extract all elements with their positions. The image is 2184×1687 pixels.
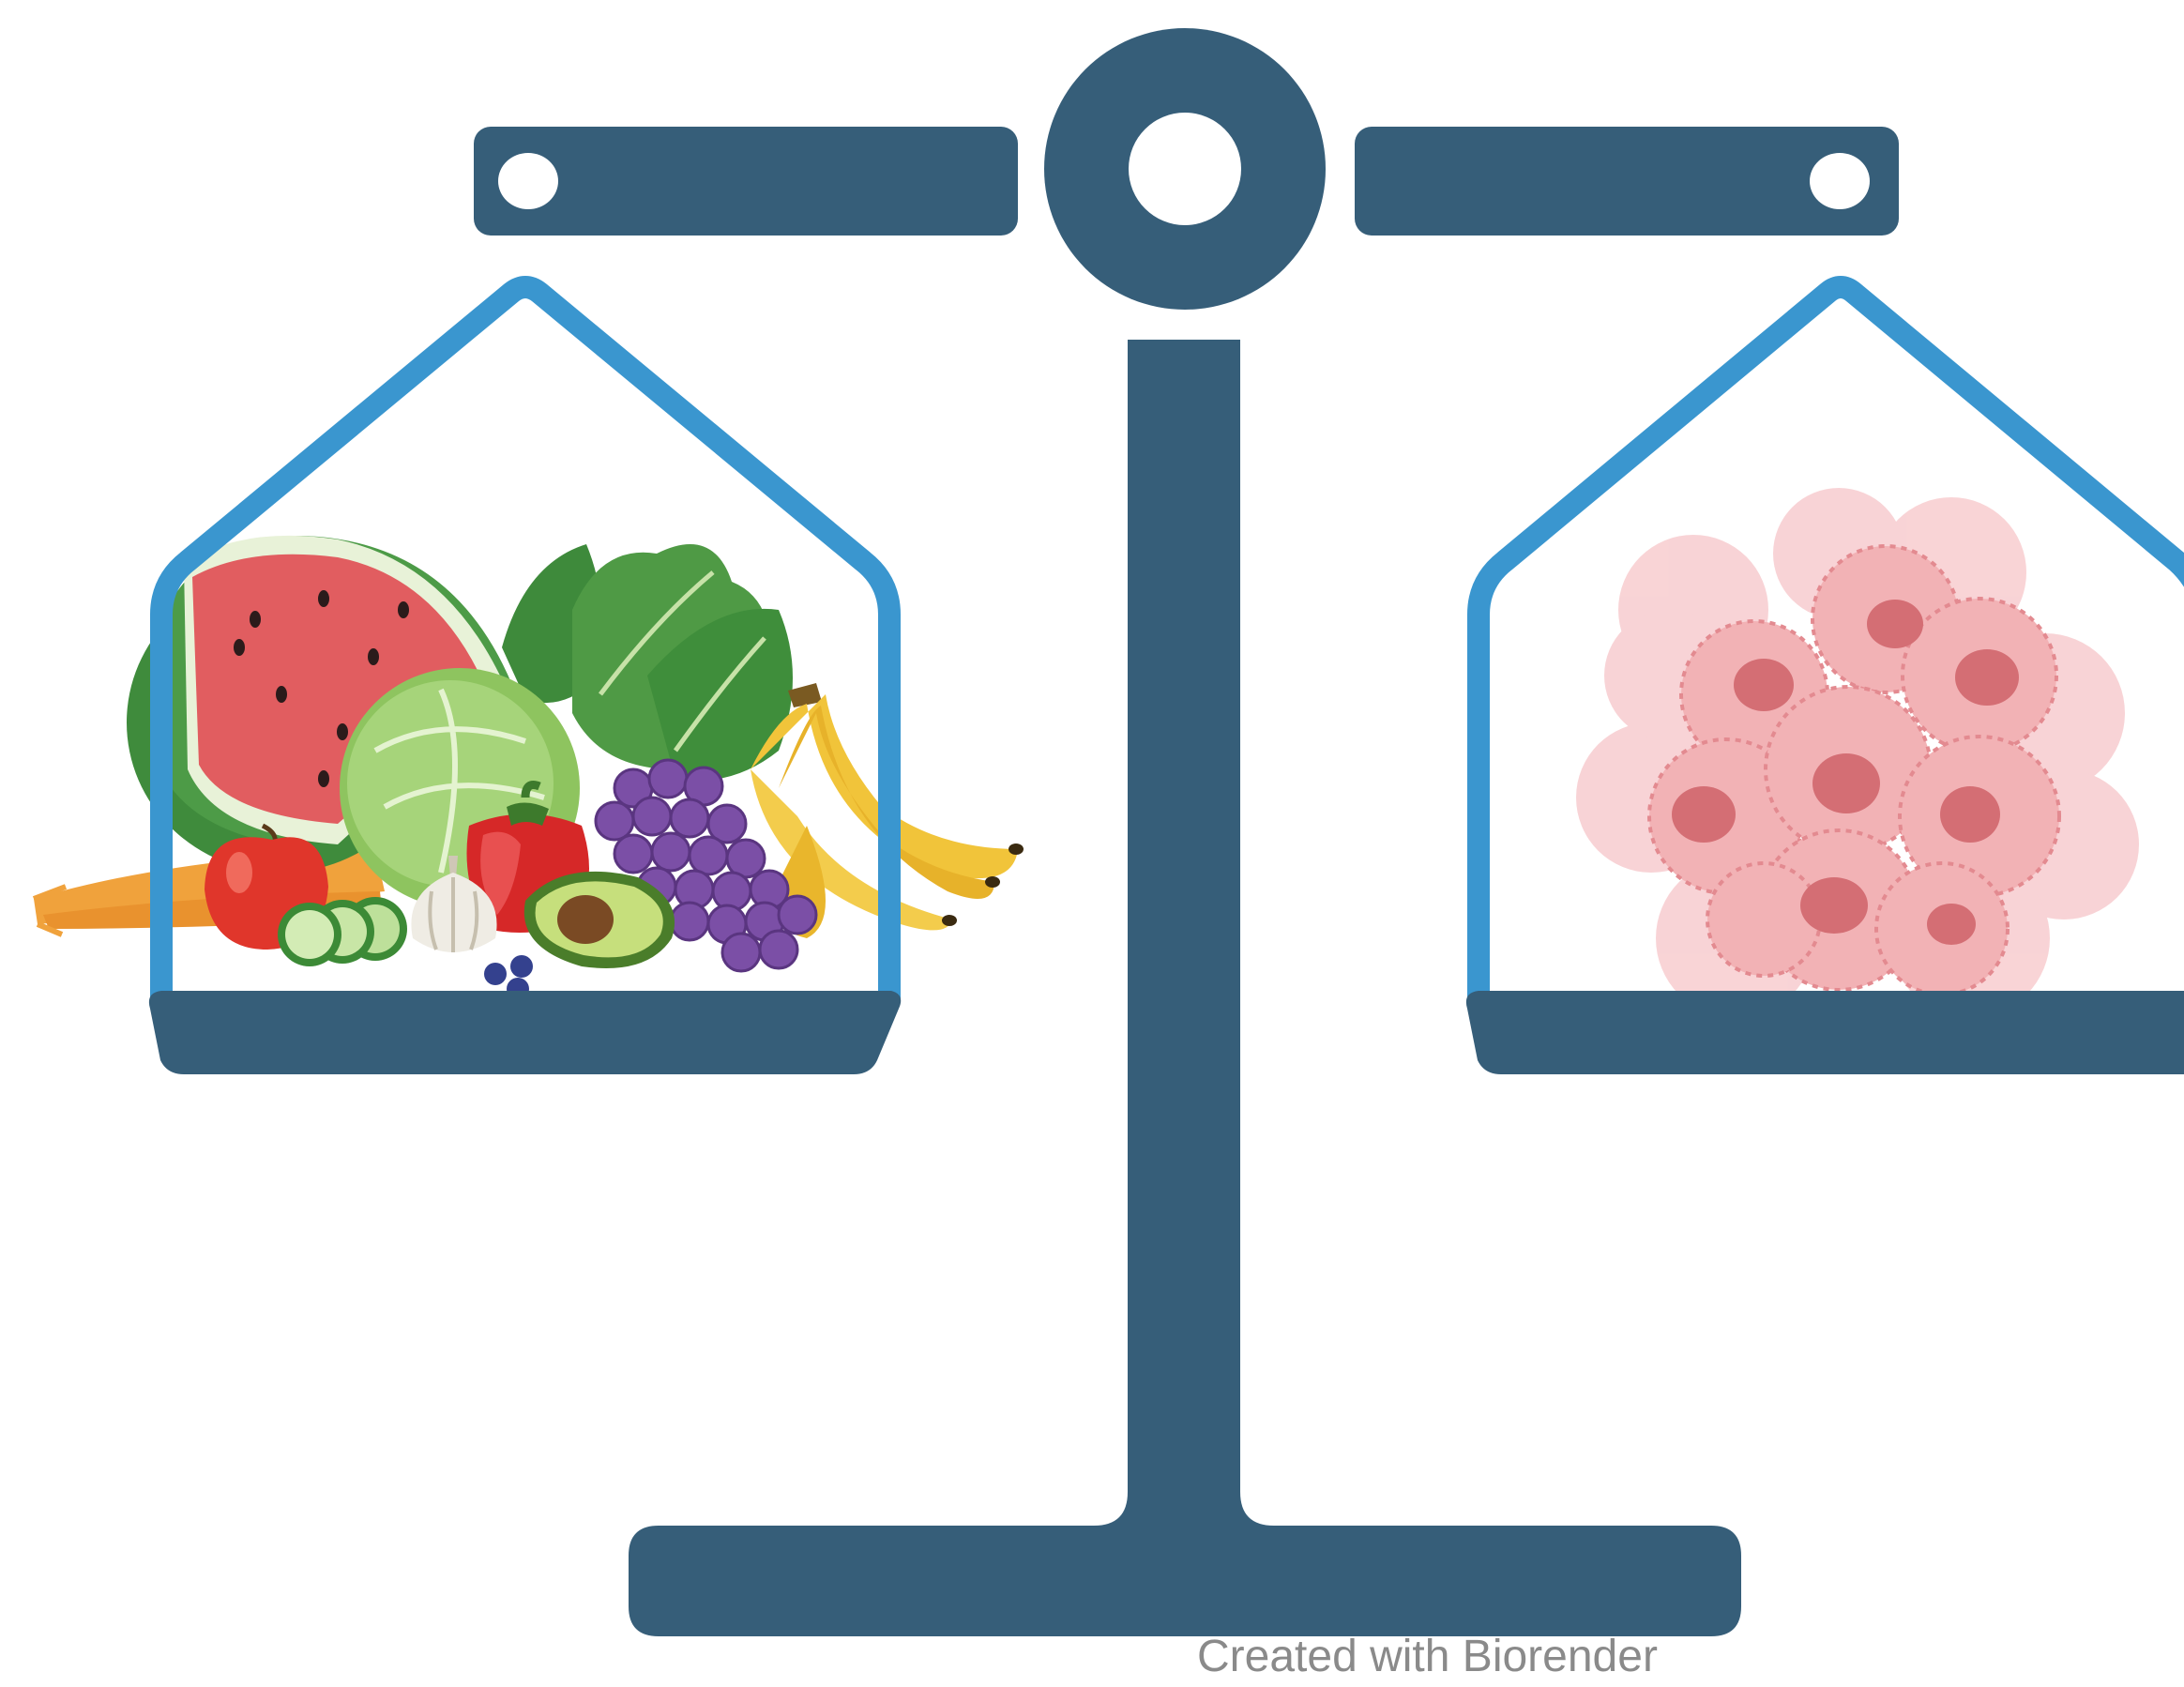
scale-column — [629, 340, 1741, 1636]
avocado-icon — [524, 872, 675, 968]
left-pan-food-pile — [34, 536, 1024, 1000]
beam-hole-right — [1810, 153, 1870, 209]
left-pan — [34, 287, 1024, 1074]
right-pan-base — [1466, 991, 2184, 1074]
beam-hole-left — [498, 153, 558, 209]
biorender-credit: Created with Biorender — [1197, 1631, 1658, 1682]
left-pan-base — [149, 991, 901, 1074]
cancer-cell-cluster-icon — [1576, 488, 2139, 1018]
right-pan — [1466, 287, 2184, 1074]
pivot-hole — [1129, 113, 1241, 225]
cucumber-slices-icon — [278, 897, 407, 966]
